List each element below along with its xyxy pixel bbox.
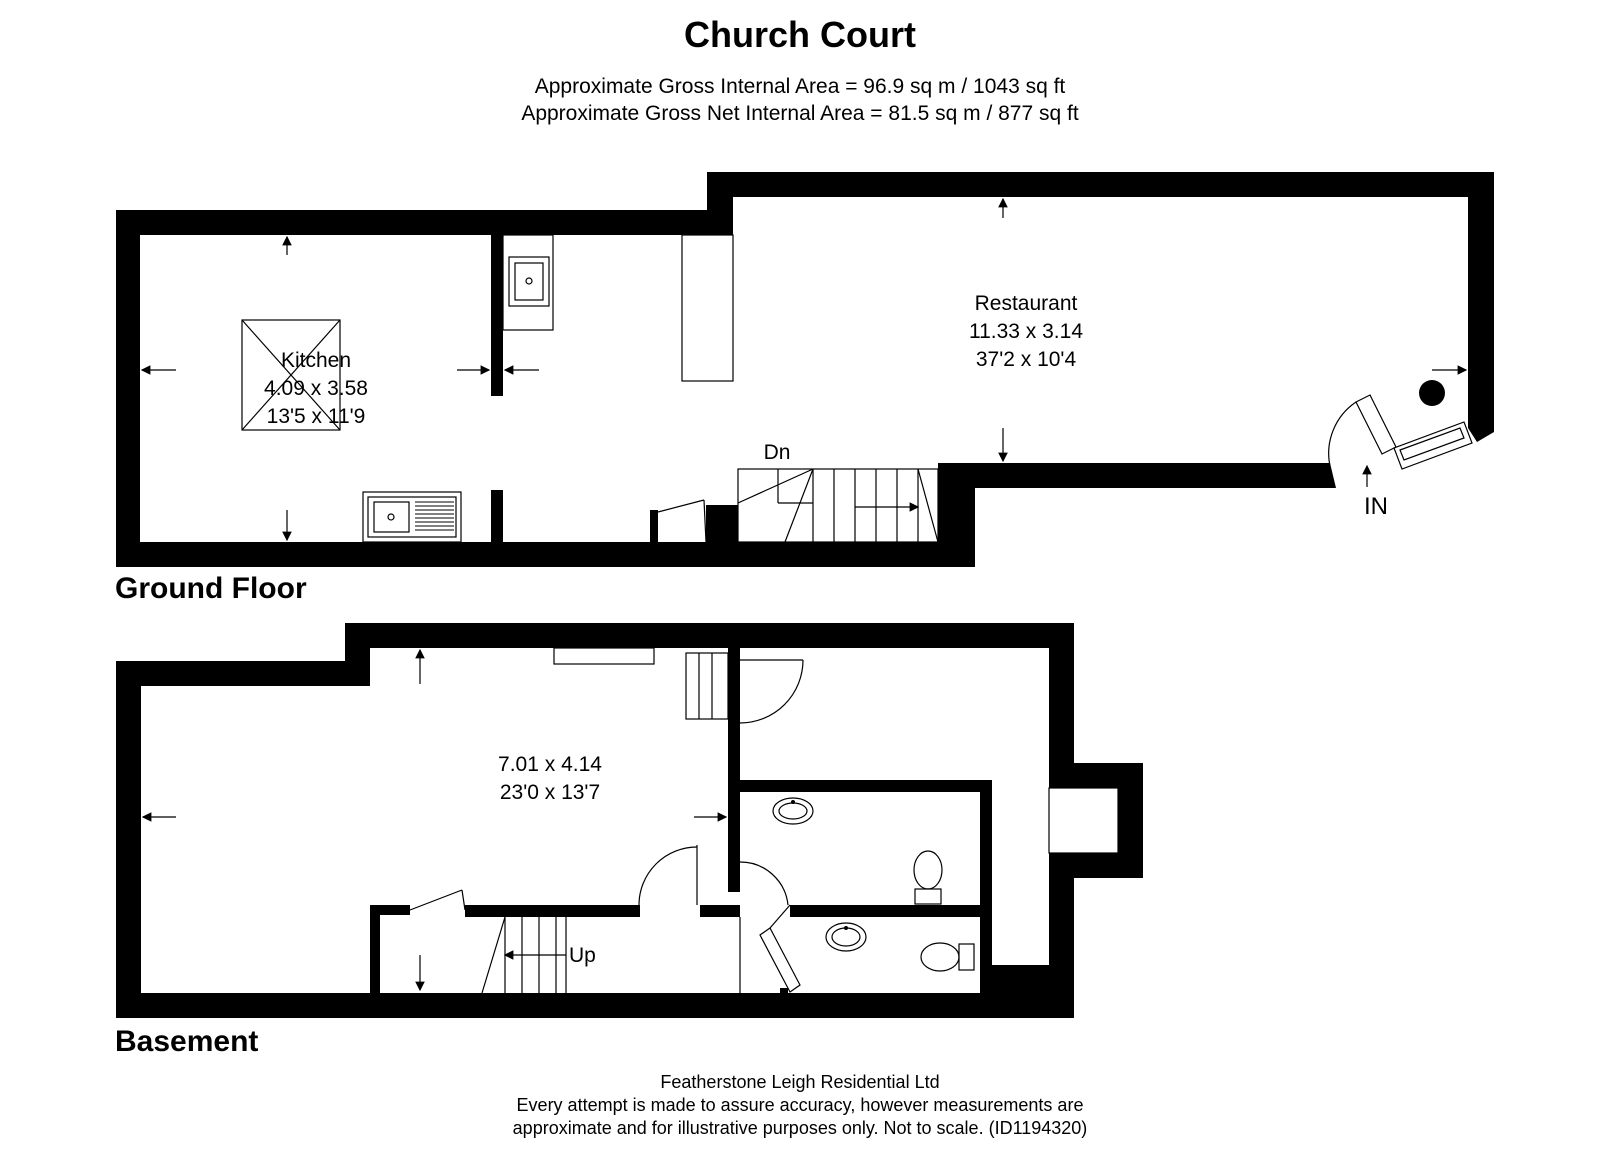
stairs-down-label: Dn — [764, 441, 791, 464]
kitchen-name: Kitchen — [281, 349, 351, 372]
basement-dimension-arrows — [141, 648, 728, 992]
basement-fixtures — [409, 647, 1119, 994]
footer-disclaimer-1: Every attempt is made to assure accuracy… — [516, 1095, 1084, 1115]
basement-room-metric: 7.01 x 4.14 — [498, 753, 602, 776]
ground-floor-dimension-arrows — [140, 197, 1468, 542]
ground-floor-label: Ground Floor — [115, 572, 307, 605]
restaurant-imperial: 37'2 x 10'4 — [976, 348, 1077, 371]
ground-floor-walls — [116, 172, 1494, 567]
stairs-up-label: Up — [569, 944, 596, 967]
restaurant-metric: 11.33 x 3.14 — [969, 320, 1083, 343]
kitchen-imperial: 13'5 x 11'9 — [267, 405, 366, 428]
plan-title: Church Court — [684, 14, 916, 55]
footer-disclaimer-2: approximate and for illustrative purpose… — [512, 1118, 1088, 1138]
ground-floor-fixtures — [241, 207, 1491, 543]
column-marker — [1419, 380, 1445, 406]
entrance-label: IN — [1364, 493, 1388, 520]
net-area: Approximate Gross Net Internal Area = 81… — [521, 102, 1079, 125]
basement-room-imperial: 23'0 x 13'7 — [500, 781, 600, 804]
kitchen-metric: 4.09 x 3.58 — [264, 377, 368, 400]
basement-walls — [116, 623, 1143, 1018]
gross-area: Approximate Gross Internal Area = 96.9 s… — [534, 75, 1066, 98]
restaurant-name: Restaurant — [975, 292, 1078, 315]
footer-company: Featherstone Leigh Residential Ltd — [660, 1072, 940, 1092]
basement-label: Basement — [115, 1025, 259, 1058]
